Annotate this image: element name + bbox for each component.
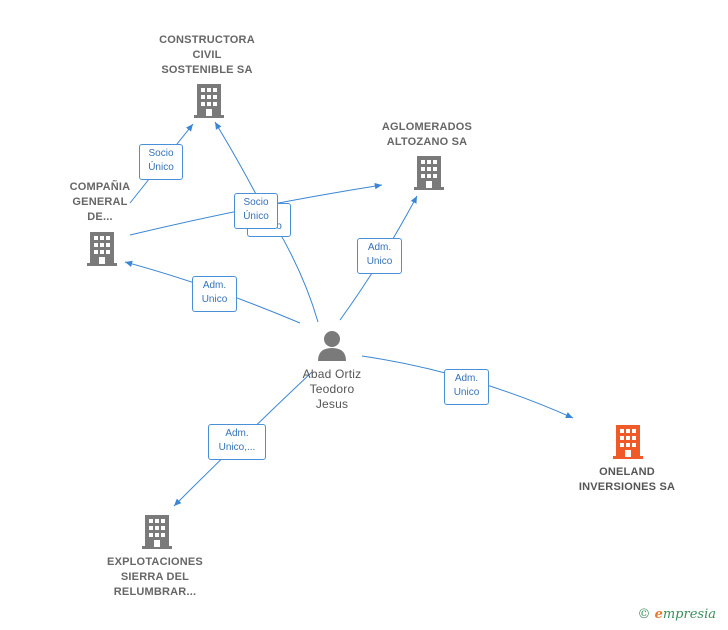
building-icon[interactable] bbox=[414, 156, 444, 190]
node-label-person[interactable]: Abad Ortiz Teodoro Jesus bbox=[302, 367, 362, 411]
edge-label-socio-unico: Socio Único bbox=[139, 144, 183, 180]
edge-label-socio-unico: Socio Único bbox=[234, 193, 278, 229]
building-icon[interactable] bbox=[142, 515, 172, 549]
building-icon[interactable] bbox=[194, 84, 224, 118]
node-label-oneland[interactable]: ONELAND INVERSIONES SA bbox=[578, 466, 676, 493]
edge-label-adm-unico: Adm. Unico,... bbox=[208, 424, 266, 460]
empresia-watermark: © empresia bbox=[637, 607, 716, 622]
person-icon[interactable] bbox=[317, 330, 347, 362]
node-label-compania[interactable]: COMPAÑIA GENERAL DE... bbox=[69, 181, 131, 223]
building-icon[interactable] bbox=[87, 232, 117, 266]
node-label-aglomerados[interactable]: AGLOMERADOS ALTOZANO SA bbox=[381, 121, 473, 148]
brand-logo-text: mpresia bbox=[662, 607, 716, 622]
node-label-constructora[interactable]: CONSTRUCTORA CIVIL SOSTENIBLE SA bbox=[159, 34, 255, 76]
edge-label-adm-unico: Adm. Unico bbox=[357, 238, 402, 274]
copyright-symbol: © bbox=[637, 607, 651, 622]
node-label-explotaciones[interactable]: EXPLOTACIONES SIERRA DEL RELUMBRAR... bbox=[107, 556, 203, 598]
brand-logo-initial: e bbox=[654, 607, 663, 622]
edge-label-adm-unico: Adm. Unico bbox=[444, 369, 489, 405]
edge-label-adm-unico: Adm. Unico bbox=[192, 276, 237, 312]
building-icon-highlight[interactable] bbox=[613, 425, 643, 459]
